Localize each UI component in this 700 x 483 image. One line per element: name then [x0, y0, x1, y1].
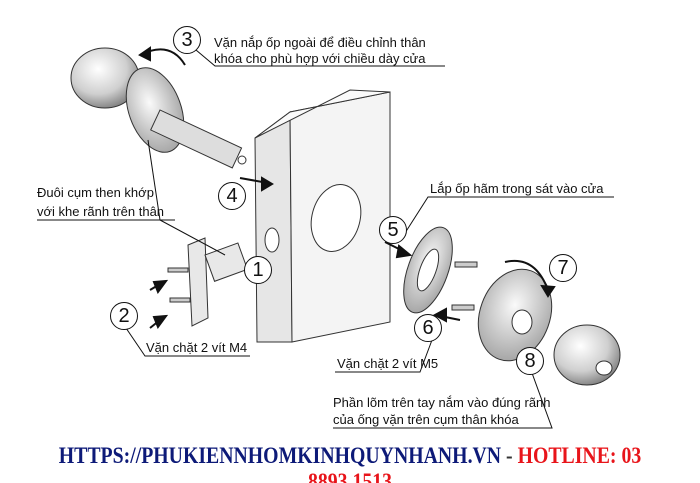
door-slab: [254, 89, 391, 343]
step-5-marker: 5: [379, 216, 407, 244]
step-8-marker: 8: [516, 347, 544, 375]
step-2-marker: 2: [110, 302, 138, 330]
latch: [187, 237, 249, 327]
hotline: HOTLINE: 03 8893 1513: [307, 443, 642, 483]
step-8-line1: Phần lõm trên tay nắm vào đúng rãnh: [333, 395, 551, 410]
website-url[interactable]: HTTPS://PHUKIENNHOMKINHQUYNHANH.VN: [58, 443, 502, 468]
inner-rose-plate: [403, 226, 453, 314]
step-5-text: Lắp ốp hãm trong sát vào cửa: [430, 181, 604, 196]
step-3-line1: Vặn nắp ốp ngoài để điều chỉnh thân: [214, 35, 426, 50]
step-4-line2: với khe rãnh trên thân: [37, 204, 165, 219]
separator: -: [501, 443, 518, 468]
arrows: [138, 46, 556, 330]
step-3-marker: 3: [173, 26, 201, 54]
step-4-line1: Đuôi cụm then khớp: [37, 185, 154, 200]
outer-knob-assembly: [70, 47, 247, 169]
step-7-marker: 7: [549, 254, 577, 282]
step-2-text: Vặn chặt 2 vít M4: [146, 340, 248, 355]
inner-knob: [477, 268, 621, 386]
step-4-marker: 4: [218, 182, 246, 210]
screws: [167, 261, 478, 311]
step-6-marker: 6: [414, 314, 442, 342]
step-8-line2: của ống vặn trên cụm thân khóa: [333, 412, 519, 427]
step-1-marker: 1: [244, 256, 272, 284]
footer-banner: HTTPS://PHUKIENNHOMKINHQUYNHANH.VN - HOT…: [49, 443, 651, 483]
step-3-line2: khóa cho phù hợp với chiều dày cửa: [214, 51, 426, 66]
leader-lines: [37, 49, 614, 429]
step-6-text: Vặn chặt 2 vít M5: [337, 356, 439, 371]
